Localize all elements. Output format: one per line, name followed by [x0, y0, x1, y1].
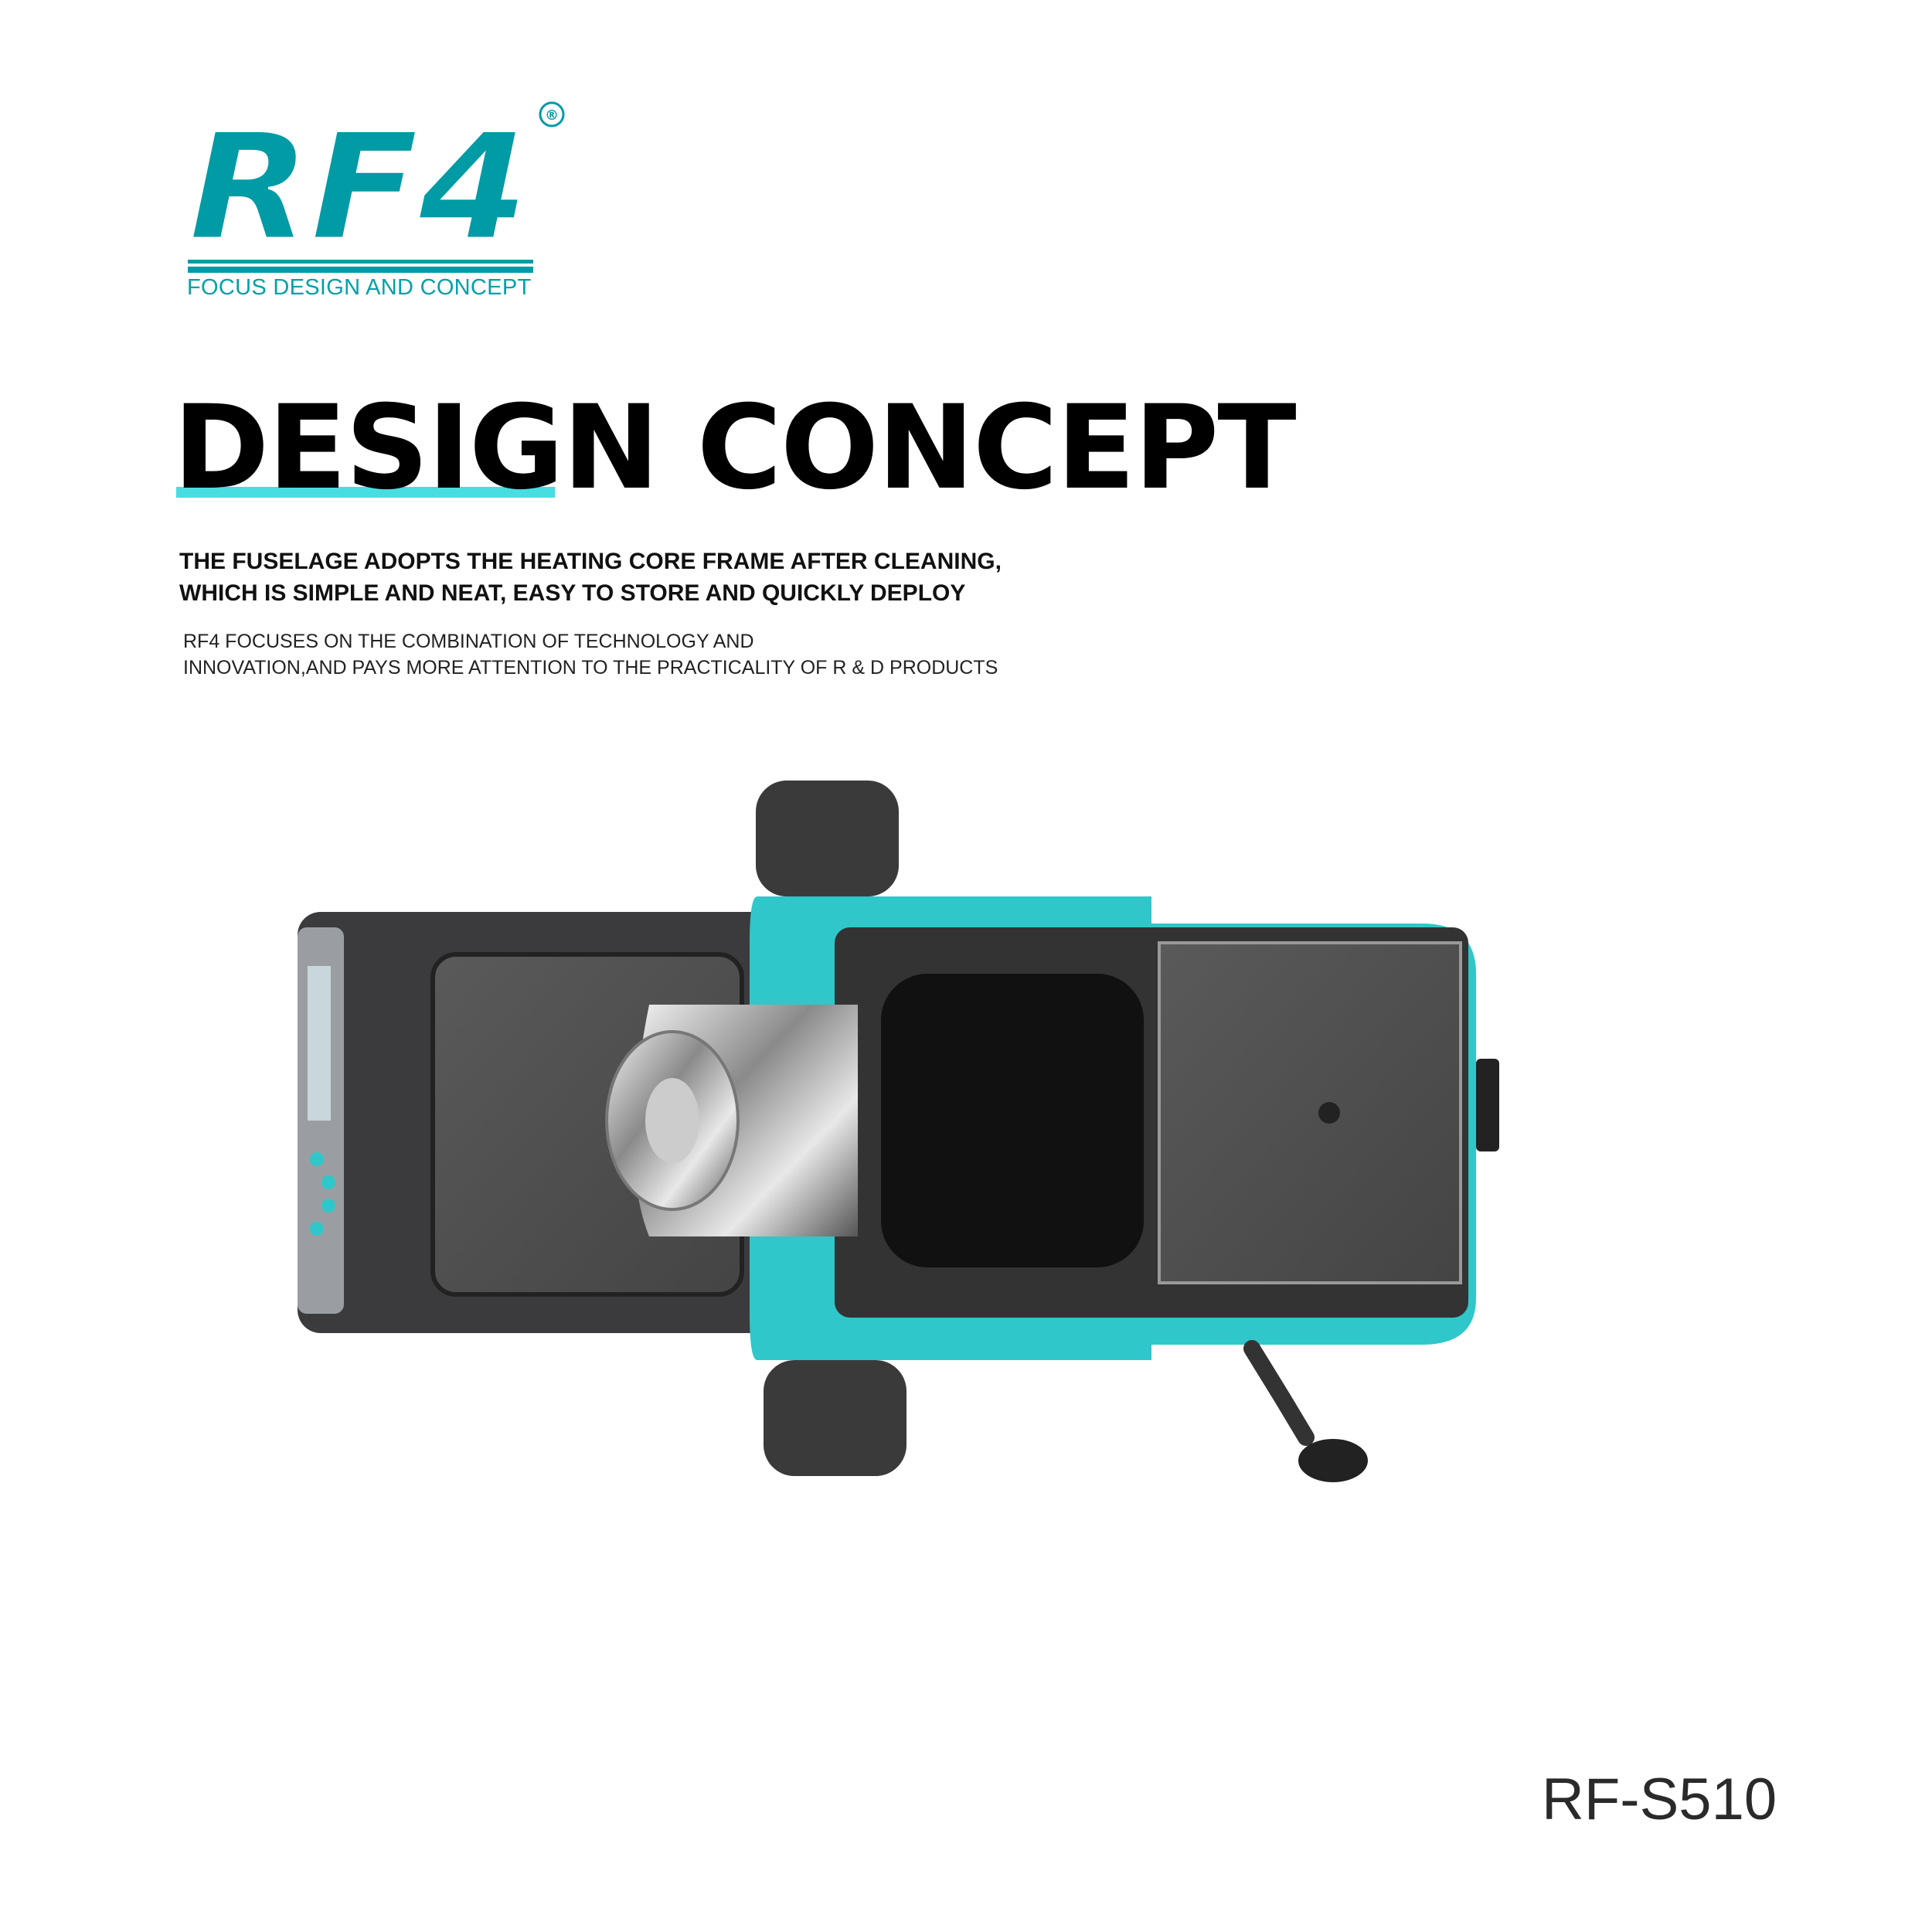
screw-icon [1318, 1102, 1340, 1124]
lever-handle [1243, 1340, 1315, 1446]
logo-divider [188, 260, 533, 276]
body-line: RF4 FOCUSES ON THE COMBINATION OF TECHNO… [183, 631, 754, 652]
logo-tagline: FOCUS DESIGN AND CONCEPT [187, 275, 532, 300]
product-image [298, 781, 1499, 1482]
button-icon [321, 1175, 335, 1189]
button-icon [321, 1199, 335, 1213]
title-word-design: DESIGN [173, 381, 659, 515]
headline-line: THE FUSELAGE ADOPTS THE HEATING CORE FRA… [179, 549, 1002, 574]
registered-mark-icon: ® [539, 101, 565, 128]
body-text: RF4 FOCUSES ON THE COMBINATION OF TECHNO… [183, 628, 998, 681]
title-underline [176, 487, 555, 498]
rf4-logo: RF4 [188, 101, 530, 254]
model-number: RF-S510 [1542, 1767, 1777, 1832]
registered-mark: ® [545, 107, 559, 124]
headline-line: WHICH IS SIMPLE AND NEAT, EASY TO STORE … [179, 580, 966, 606]
title-word-concept: CONCEPT [696, 381, 1297, 515]
knob-top [756, 781, 899, 896]
headline: THE FUSELAGE ADOPTS THE HEATING CORE FRA… [179, 546, 1002, 609]
lever-knob [1298, 1439, 1368, 1482]
display-icon [308, 966, 331, 1121]
button-icon [310, 1222, 324, 1236]
cradle [881, 974, 1144, 1267]
right-plate [1158, 941, 1462, 1284]
logo-text: RF4 [189, 102, 529, 253]
side-connector [1476, 1059, 1499, 1151]
button-icon [310, 1152, 324, 1166]
body-line: INNOVATION,AND PAYS MORE ATTENTION TO TH… [183, 657, 998, 679]
page-title: DESIGN CONCEPT [173, 390, 1297, 506]
knob-bottom [764, 1360, 906, 1476]
